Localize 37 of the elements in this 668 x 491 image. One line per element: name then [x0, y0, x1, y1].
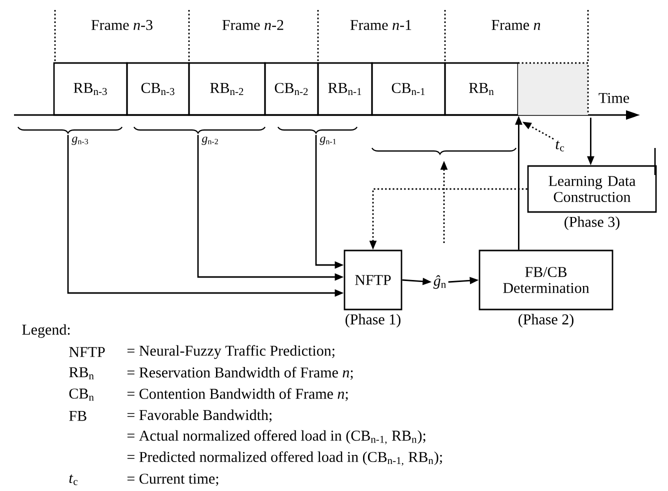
- legend-text: = Actual normalized offered load in (CB$_{n-1,}$ RB$_{n}$);: [127, 430, 426, 444]
- symbol-label: ĝ$_{n}$: [433, 275, 446, 289]
- brace: g$_{n-2}$: [134, 126, 266, 145]
- frame-label: Frame n-2: [222, 20, 284, 30]
- brace: [372, 148, 516, 155]
- bandwidth-block: RB$_{n-3}$: [53, 62, 128, 116]
- legend-title: Legend:: [22, 324, 70, 338]
- frame-label: Frame n-1: [350, 20, 412, 30]
- legend-text: = Reservation Bandwidth of Frame n;: [127, 366, 353, 380]
- legend-text: NFTP: [69, 347, 105, 357]
- legend-text: RB$_{n}$: [69, 367, 94, 380]
- future-block: [518, 62, 589, 115]
- legend-text: = Neural-Fuzzy Traffic Prediction;: [127, 345, 334, 359]
- legend-text: CB$_{n}$: [69, 388, 94, 401]
- process-box: Learning Data Construction: [527, 165, 657, 213]
- process-box: FB/CB Determination: [478, 250, 614, 310]
- bandwidth-block: CB$_{n-3}$: [126, 62, 190, 116]
- legend-text: t$_{c}$: [69, 474, 78, 486]
- legend-text: = Predicted normalized offered load in (CB$_{n-1,}$ RB$_{n}$);: [127, 451, 442, 466]
- process-box: NFTP: [344, 250, 402, 310]
- phase-label: (Phase 3): [564, 216, 620, 230]
- bandwidth-block: RB$_{n-1}$: [317, 62, 373, 116]
- symbol-label: t$_{c}$: [556, 140, 564, 152]
- brace: g$_{n-3}$: [18, 126, 122, 145]
- bandwidth-block: CB$_{n-1}$: [371, 62, 446, 116]
- frame-label: Frame n-3: [91, 20, 152, 30]
- phase-label: (Phase 1): [346, 314, 400, 328]
- frame-label: Frame n: [492, 20, 540, 30]
- legend-text: FB: [69, 410, 86, 421]
- legend-text: = Current time;: [127, 474, 218, 486]
- bandwidth-block: RB$_{n-2}$: [188, 62, 266, 116]
- legend-text: = Favorable Bandwidth;: [127, 410, 272, 422]
- phase-label: (Phase 2): [518, 314, 574, 328]
- legend-text: = Contention Bandwidth of Frame n;: [127, 388, 348, 402]
- bandwidth-block: RB$_{n}$: [444, 62, 519, 116]
- bandwidth-block: CB$_{n-2}$: [264, 62, 319, 116]
- brace: g$_{n-1}$: [278, 126, 358, 145]
